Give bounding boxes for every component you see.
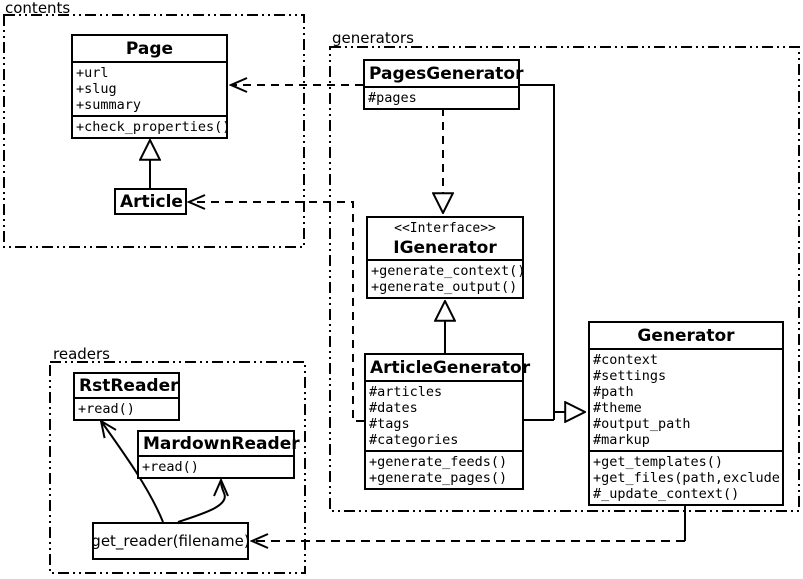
class-page-attributes: +url +slug +summary (73, 61, 226, 115)
class-page-methods: +check_properties() (73, 115, 226, 137)
attribute: #output_path (593, 416, 691, 432)
attribute: +slug (76, 81, 117, 97)
class-articlegenerator-title: ArticleGenerator (370, 358, 531, 378)
method: +get_files(path,exclude) (593, 470, 782, 486)
method: +read() (142, 459, 199, 475)
attribute: #dates (369, 400, 418, 416)
method: +read() (78, 401, 135, 417)
class-igenerator: <<Interface>> IGenerator +generate_conte… (366, 216, 524, 299)
attribute: #path (593, 384, 634, 400)
method: #_update_context() (593, 486, 740, 502)
attribute: #markup (593, 432, 650, 448)
class-mardownreader: MardownReader +read() (137, 430, 300, 479)
class-pagesgenerator: PagesGenerator #pages (363, 59, 524, 110)
function-get-reader-label: get_reader(filename) (91, 532, 250, 550)
method: +generate_pages() (369, 470, 508, 486)
class-generator-methods: +get_templates() +get_files(path,exclude… (590, 450, 782, 504)
class-articlegenerator: ArticleGenerator #articles #dates #tags … (364, 353, 531, 490)
attribute: #pages (368, 90, 417, 106)
attribute: +url (76, 65, 109, 81)
method: +generate_output() (371, 279, 518, 295)
package-generators-label: generators (332, 29, 414, 47)
class-rstreader-title: RstReader (79, 376, 179, 396)
class-articlegenerator-methods: +generate_feeds() +generate_pages() (366, 450, 522, 488)
attribute: #categories (369, 432, 459, 448)
class-page-title: Page (125, 39, 174, 59)
class-generator: Generator #context #settings #path #them… (588, 321, 784, 506)
attribute: #theme (593, 400, 642, 416)
attribute: #articles (369, 384, 443, 400)
class-rstreader-methods: +read() (75, 397, 178, 419)
package-contents-border (3, 14, 305, 248)
method: +check_properties() (76, 119, 226, 135)
class-pagesgenerator-title: PagesGenerator (369, 64, 524, 84)
method: +generate_feeds() (369, 454, 508, 470)
package-contents-label: contents (5, 0, 71, 17)
package-readers-label: readers (53, 345, 110, 363)
class-pagesgenerator-attributes: #pages (365, 86, 518, 108)
attribute: #tags (369, 416, 410, 432)
class-mardownreader-title: MardownReader (143, 434, 300, 454)
class-igenerator-methods: +generate_context() +generate_output() (368, 259, 522, 297)
class-generator-attributes: #context #settings #path #theme #output_… (590, 348, 782, 450)
class-igenerator-stereotype: <<Interface>> (394, 221, 496, 236)
class-generator-title: Generator (637, 326, 735, 346)
class-articlegenerator-attributes: #articles #dates #tags #categories (366, 380, 522, 450)
class-article: Article (114, 188, 187, 215)
class-igenerator-title: IGenerator (393, 238, 497, 258)
attribute: #settings (593, 368, 667, 384)
package-readers-border (49, 361, 306, 574)
edge-getreader-to-rstreader (101, 421, 164, 523)
method: +get_templates() (593, 454, 724, 470)
class-article-title: Article (120, 192, 183, 212)
edge-pagesgenerator-extends-generator-trunk (520, 84, 555, 420)
class-rstreader: RstReader +read() (73, 372, 180, 421)
edge-articlegenerator-depends-article (189, 202, 364, 422)
attribute: #context (593, 352, 659, 368)
method: +generate_context() (371, 263, 522, 279)
class-mardownreader-methods: +read() (139, 455, 293, 477)
attribute: +summary (76, 97, 142, 113)
package-generators-border (329, 46, 800, 512)
function-get-reader: get_reader(filename) (91, 522, 250, 560)
edge-getreader-to-mardownreader (177, 480, 225, 523)
class-page: Page +url +slug +summary +check_properti… (71, 34, 228, 139)
